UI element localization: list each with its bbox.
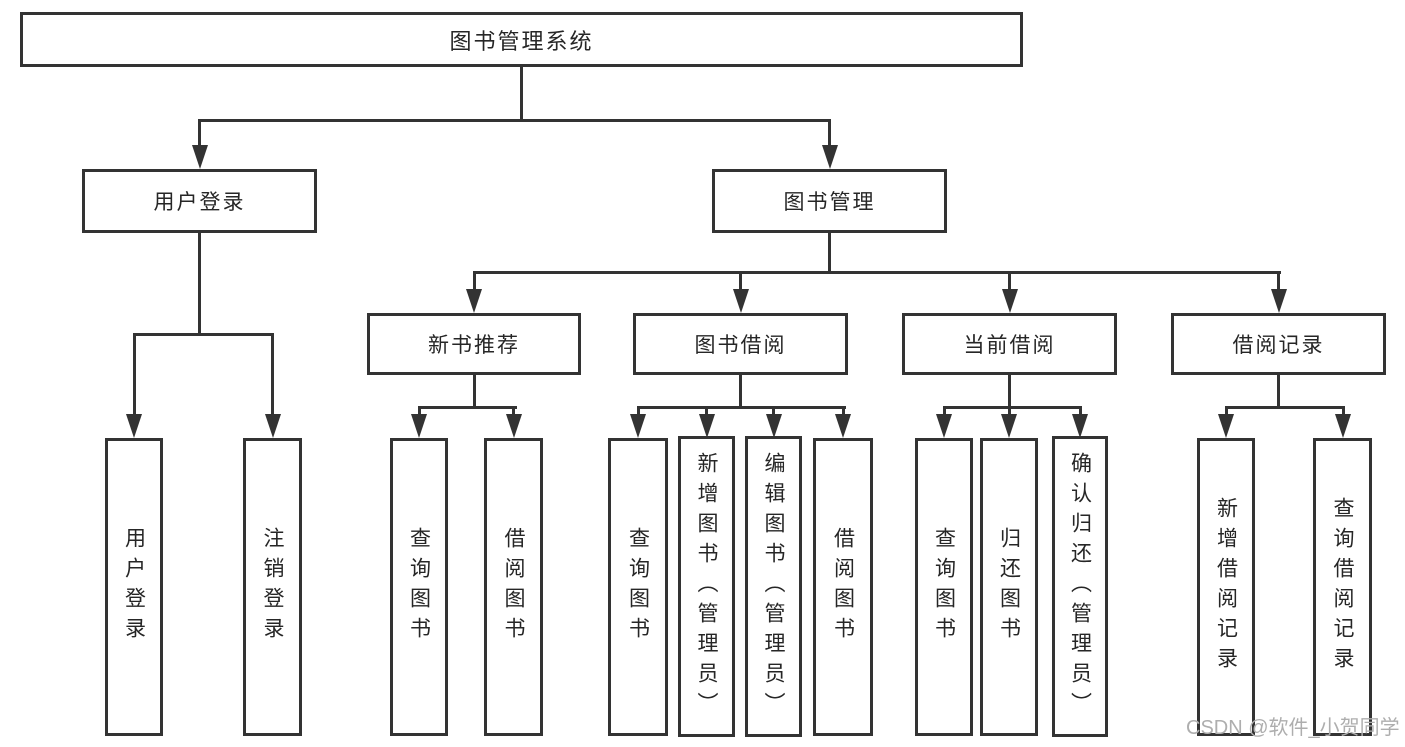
leaf-borrow-books-recommend: 借阅图书 bbox=[484, 438, 543, 736]
node-new-book-recommend: 新书推荐 bbox=[367, 313, 581, 375]
connector-new-book-rail bbox=[417, 406, 517, 409]
node-label: 注销登录 bbox=[261, 527, 284, 647]
arrow-down-icon bbox=[1072, 414, 1088, 438]
leaf-user-login: 用户登录 bbox=[105, 438, 163, 736]
arrow-down-icon bbox=[732, 289, 749, 313]
connector-borrow-record-rail bbox=[1224, 406, 1345, 409]
connector-to-leaf bbox=[1341, 406, 1345, 416]
leaf-confirm-return-admin: 确认归还（管理员） bbox=[1052, 436, 1108, 737]
node-label: 用户登录 bbox=[122, 527, 146, 647]
connector-to-book-borrow bbox=[739, 271, 742, 291]
leaf-logout: 注销登录 bbox=[243, 438, 302, 736]
node-label: 查询图书 bbox=[932, 527, 956, 647]
connector-level2-rail bbox=[198, 119, 831, 122]
arrow-down-icon bbox=[1001, 289, 1018, 313]
node-label: 新增图书（管理员） bbox=[695, 451, 718, 722]
node-book-management: 图书管理 bbox=[712, 169, 947, 233]
arrow-down-icon bbox=[411, 414, 427, 438]
node-label: 确认归还（管理员） bbox=[1068, 451, 1092, 722]
leaf-query-borrow-record: 查询借阅记录 bbox=[1313, 438, 1372, 736]
leaf-add-books-admin: 新增图书（管理员） bbox=[678, 436, 735, 737]
connector-to-leaf bbox=[841, 406, 845, 416]
arrow-down-icon bbox=[191, 145, 208, 169]
connector-user-login-rail bbox=[132, 333, 274, 336]
node-label: 借阅图书 bbox=[831, 527, 855, 647]
connector-to-leaf bbox=[772, 406, 775, 416]
arrow-down-icon bbox=[466, 289, 482, 313]
node-label: 查询图书 bbox=[626, 527, 650, 647]
arrow-down-icon bbox=[264, 414, 281, 438]
connector-to-user-login bbox=[198, 119, 201, 147]
node-label: 图书管理系统 bbox=[449, 28, 594, 54]
connector-to-leaf bbox=[636, 406, 640, 416]
node-label: 查询借阅记录 bbox=[1331, 497, 1354, 677]
connector-to-book-management bbox=[828, 119, 831, 147]
arrow-down-icon bbox=[1001, 414, 1017, 438]
leaf-query-books-current: 查询图书 bbox=[915, 438, 973, 736]
connector-to-leaf bbox=[705, 406, 708, 416]
node-label: 当前借阅 bbox=[963, 334, 1056, 357]
node-label: 借阅记录 bbox=[1232, 334, 1325, 357]
node-label: 新增借阅记录 bbox=[1214, 497, 1238, 677]
arrow-down-icon bbox=[698, 414, 715, 438]
connector-to-leaf bbox=[942, 406, 946, 416]
arrow-down-icon bbox=[1335, 414, 1351, 438]
connector-to-leaf-user-login bbox=[132, 333, 136, 416]
connector-to-leaf-logout bbox=[271, 333, 274, 416]
arrow-down-icon bbox=[821, 145, 838, 169]
node-label: 图书借阅 bbox=[694, 334, 787, 357]
connector-to-leaf bbox=[1007, 406, 1011, 416]
connector-current-borrow-rail bbox=[942, 406, 1082, 409]
leaf-edit-books-admin: 编辑图书（管理员） bbox=[745, 436, 802, 737]
node-label: 归还图书 bbox=[997, 527, 1021, 647]
leaf-add-borrow-record: 新增借阅记录 bbox=[1197, 438, 1255, 736]
connector-book-borrow-stem bbox=[739, 375, 742, 409]
arrow-down-icon bbox=[1218, 414, 1234, 438]
connector-new-book-stem bbox=[472, 375, 476, 409]
connector-to-borrow-record bbox=[1277, 271, 1280, 291]
node-label: 图书管理 bbox=[783, 191, 876, 214]
node-current-borrow: 当前借阅 bbox=[902, 313, 1117, 375]
connector-to-current-borrow bbox=[1008, 271, 1011, 291]
leaf-return-books: 归还图书 bbox=[980, 438, 1038, 736]
leaf-borrow-books: 借阅图书 bbox=[813, 438, 873, 736]
connector-book-borrow-rail bbox=[636, 406, 846, 409]
node-borrow-record: 借阅记录 bbox=[1171, 313, 1386, 375]
connector-current-borrow-stem bbox=[1008, 375, 1011, 409]
connector-root-stem bbox=[520, 67, 523, 121]
node-label: 新书推荐 bbox=[428, 334, 520, 357]
connector-book-management-stem bbox=[828, 233, 831, 274]
connector-to-leaf bbox=[417, 406, 421, 416]
connector-borrow-record-stem bbox=[1277, 375, 1280, 409]
connector-to-leaf bbox=[512, 406, 515, 416]
arrow-down-icon bbox=[126, 414, 142, 438]
node-label: 借阅图书 bbox=[502, 527, 525, 647]
arrow-down-icon bbox=[630, 414, 646, 438]
leaf-query-books-recommend: 查询图书 bbox=[390, 438, 448, 736]
node-user-login: 用户登录 bbox=[82, 169, 317, 233]
node-label: 编辑图书（管理员） bbox=[762, 451, 785, 722]
connector-level3-rail bbox=[472, 271, 1281, 274]
arrow-down-icon bbox=[936, 414, 952, 438]
csdn-watermark: CSDN @软件_小贺同学 bbox=[1186, 717, 1400, 739]
node-label: 查询图书 bbox=[407, 527, 431, 647]
arrow-down-icon bbox=[765, 414, 782, 438]
connector-to-leaf bbox=[1224, 406, 1228, 416]
node-library-management-system: 图书管理系统 bbox=[20, 12, 1023, 67]
connector-user-login-stem bbox=[198, 233, 201, 336]
node-label: 用户登录 bbox=[153, 191, 246, 214]
connector-to-leaf bbox=[1078, 406, 1082, 416]
arrow-down-icon bbox=[1270, 289, 1287, 313]
arrow-down-icon bbox=[835, 414, 851, 438]
node-book-borrow: 图书借阅 bbox=[633, 313, 848, 375]
leaf-query-books-borrow: 查询图书 bbox=[608, 438, 668, 736]
arrow-down-icon bbox=[505, 414, 522, 438]
connector-to-new-book bbox=[472, 271, 476, 291]
